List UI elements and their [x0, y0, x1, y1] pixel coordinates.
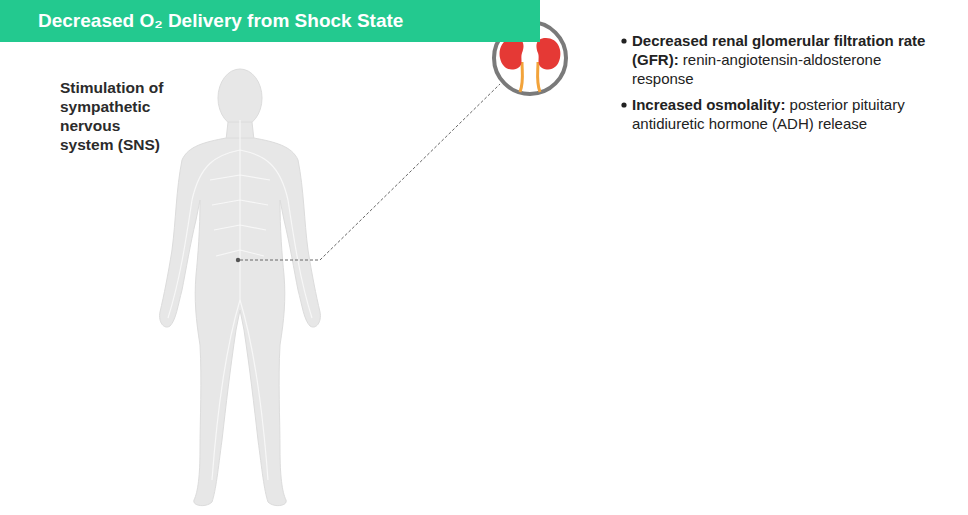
bullet-dot: [621, 38, 626, 43]
kidney-icon: [500, 38, 561, 92]
bullet-text: Increased osmolality:posterior pituitary…: [632, 95, 932, 133]
title-band: Decreased O₂ Delivery from Shock State: [0, 0, 540, 42]
bullet-text: Decreased renal glomerular filtration ra…: [632, 31, 932, 88]
leader-line: [240, 84, 500, 260]
bullet-dot: [621, 102, 626, 107]
side-label: Stimulation of sympathetic nervous syste…: [60, 78, 178, 154]
human-figure: [160, 69, 321, 506]
title-text: Decreased O₂ Delivery from Shock State: [0, 0, 540, 42]
leader-dot: [236, 258, 240, 262]
nerve-lines: [168, 120, 312, 480]
bullet-heading: Increased osmolality:: [632, 96, 785, 113]
